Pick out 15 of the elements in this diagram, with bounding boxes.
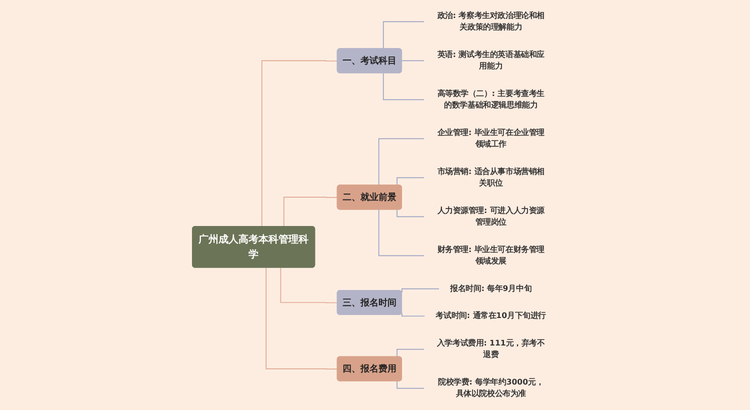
connector: [396, 348, 424, 358]
connector: [402, 288, 440, 294]
connector: [382, 21, 424, 50]
connector: [283, 196, 338, 227]
connector: [266, 267, 338, 370]
connector: [396, 177, 424, 186]
connector: [396, 209, 424, 218]
connector: [378, 138, 424, 186]
connector: [402, 312, 425, 317]
connector: [396, 380, 424, 389]
connector: [261, 60, 338, 227]
connector: [280, 267, 338, 304]
connector: [402, 60, 424, 62]
connector: [382, 72, 424, 100]
connector: [378, 209, 424, 256]
